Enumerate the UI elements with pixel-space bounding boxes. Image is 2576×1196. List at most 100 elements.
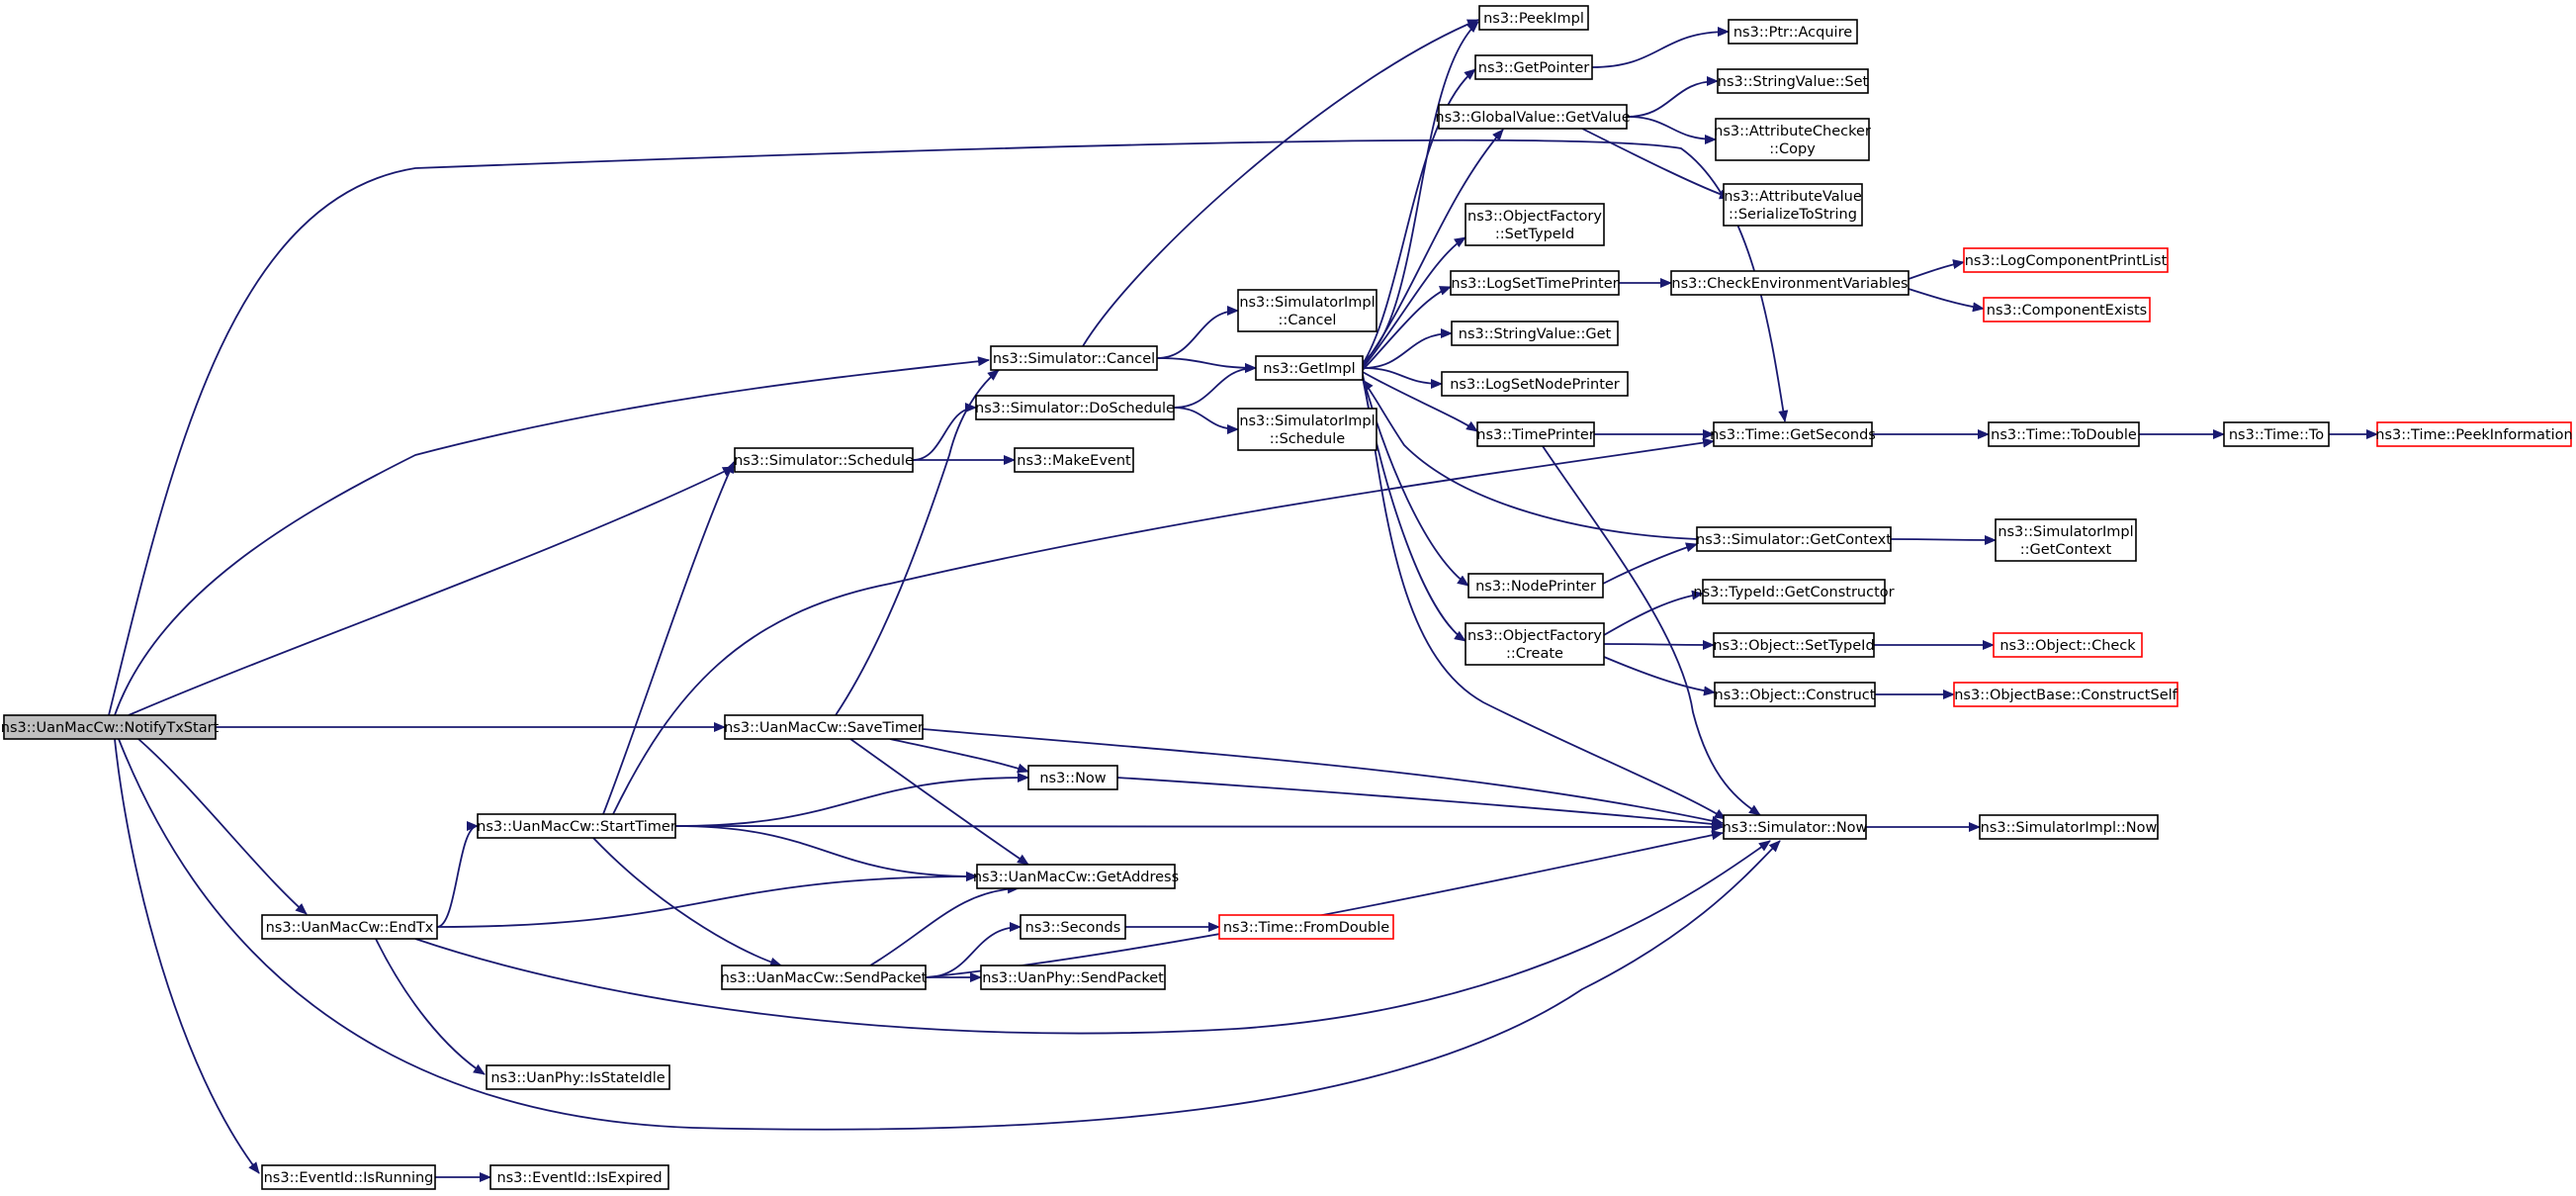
edge-end_tx-to-start_timer [436,821,479,928]
node-simimpl-cancel[interactable]: ns3::SimulatorImpl::Cancel [1237,289,1377,332]
node-label: ::Create [1506,646,1563,662]
node-object-check[interactable]: ns3::Object::Check [1993,632,2143,658]
edge-get_impl-to-objfactory_settypeid [1362,236,1466,369]
node-label: ns3::SimulatorImpl [1998,524,2133,540]
node-do-schedule[interactable]: ns3::Simulator::DoSchedule [975,395,1175,420]
edge-sim_cancel-to-simimpl_cancel [1156,306,1239,359]
node-typeid-getconstructor[interactable]: ns3::TypeId::GetConstructor [1693,579,1895,604]
node-box [1702,579,1886,604]
node-box [3,714,217,740]
node-component-exists[interactable]: ns3::ComponentExists [1983,297,2151,322]
node-time-to[interactable]: ns3::Time::To [2223,421,2330,447]
edge-sim_getcontext-to-simimpl_getcontext [1890,534,1997,545]
node-notify-tx-start[interactable]: ns3::UanMacCw::NotifyTxStart [1,714,220,740]
node-objectbase-constructself[interactable]: ns3::ObjectBase::ConstructSelf [1953,682,2178,707]
node-box [1465,203,1605,246]
node-box [1723,814,1867,840]
node-label: ns3::Simulator::DoSchedule [975,401,1175,416]
node-log-set-time-printer[interactable]: ns3::LogSetTimePrinter [1450,270,1620,296]
node-attrvalue-serialize[interactable]: ns3::AttributeValue::SerializeToString [1723,183,1863,227]
node-time-todouble[interactable]: ns3::Time::ToDouble [1988,421,2140,447]
node-sim-getcontext[interactable]: ns3::Simulator::GetContext [1696,526,1892,552]
node-label: ::Cancel [1279,313,1337,328]
node-label: ns3::EventId::IsRunning [264,1170,434,1186]
node-label: ns3::GetImpl [1263,361,1355,377]
node-object-construct[interactable]: ns3::Object::Construct [1714,682,1876,707]
node-attrchecker-copy[interactable]: ns3::AttributeChecker::Copy [1714,118,1871,161]
edge-globalvalue_getvalue-to-attrchecker_copy [1626,116,1717,144]
node-label: ns3::Ptr::Acquire [1733,25,1852,41]
node-objfactory-settypeid[interactable]: ns3::ObjectFactory::SetTypeId [1465,203,1605,246]
edge-notify_tx_start-to-sim_schedule [128,466,735,716]
node-box [2223,421,2330,447]
node-label: ::Copy [1769,141,1816,157]
node-simimpl-getcontext[interactable]: ns3::SimulatorImpl::GetContext [1995,518,2137,562]
node-box [1438,104,1628,130]
edge-save_timer-to-now [889,738,1029,774]
node-is-running[interactable]: ns3::EventId::IsRunning [261,1164,436,1190]
node-label: ns3::Simulator::GetContext [1696,532,1892,548]
node-label: ns3::ComponentExists [1987,303,2148,319]
node-sim-schedule[interactable]: ns3::Simulator::Schedule [734,447,914,473]
node-start-timer[interactable]: ns3::UanMacCw::StartTimer [477,813,676,839]
edge-do_schedule-to-get_impl [1173,363,1257,409]
node-end-tx[interactable]: ns3::UanMacCw::EndTx [261,914,438,940]
node-is-expired[interactable]: ns3::EventId::IsExpired [489,1164,669,1190]
node-ptr-acquire[interactable]: ns3::Ptr::Acquire [1728,19,1858,45]
node-simimpl-now[interactable]: ns3::SimulatorImpl::Now [1979,814,2159,840]
node-save-timer[interactable]: ns3::UanMacCw::SaveTimer [724,714,924,740]
node-now[interactable]: ns3::Now [1027,765,1118,790]
node-log-set-node-printer[interactable]: ns3::LogSetNodePrinter [1441,371,1629,397]
node-box [1476,421,1595,447]
node-box [1728,19,1858,45]
node-stringvalue-get[interactable]: ns3::StringValue::Get [1451,321,1619,346]
node-label: ns3::UanMacCw::SaveTimer [724,720,924,736]
edge-sim_schedule-to-do_schedule [912,403,977,461]
node-label: ns3::UanMacCw::EndTx [266,920,434,936]
node-object-settypeid[interactable]: ns3::Object::SetTypeId [1713,632,1875,658]
node-seconds[interactable]: ns3::Seconds [1020,914,1126,940]
edge-start_timer-to-time_getseconds [612,437,1715,815]
node-get-address[interactable]: ns3::UanMacCw::GetAddress [973,864,1179,889]
node-sim-now[interactable]: ns3::Simulator::Now [1723,814,1868,840]
node-check-env-vars[interactable]: ns3::CheckEnvironmentVariables [1670,270,1910,296]
edge-start_timer-to-now [674,773,1029,827]
node-node-printer[interactable]: ns3::NodePrinter [1467,573,1604,598]
node-time-getseconds[interactable]: ns3::Time::GetSeconds [1710,421,1876,447]
node-sim-cancel[interactable]: ns3::Simulator::Cancel [990,345,1158,371]
node-globalvalue-getvalue[interactable]: ns3::GlobalValue::GetValue [1435,104,1631,130]
edge-get_impl-to-objfactory_create [1362,377,1466,642]
node-label: ns3::StringValue::Get [1459,326,1612,342]
edge-objfactory_create-to-object_settypeid [1603,639,1715,650]
node-label: ns3::CheckEnvironmentVariables [1671,276,1908,292]
node-label: ::SerializeToString [1729,207,1857,223]
node-time-printer[interactable]: ns3::TimePrinter [1476,421,1595,447]
node-objfactory-create[interactable]: ns3::ObjectFactory::Create [1465,622,1605,666]
node-box [1723,183,1863,227]
node-label: ns3::Seconds [1025,920,1121,936]
node-label: ns3::Now [1039,771,1106,786]
node-label: ns3::NodePrinter [1475,579,1596,595]
edge-globalvalue_getvalue-to-stringvalue_set [1626,76,1719,118]
node-box [1237,289,1377,332]
node-make-event[interactable]: ns3::MakeEvent [1014,447,1134,473]
node-log-component-printlist[interactable]: ns3::LogComponentPrintList [1963,247,2169,273]
node-box [489,1164,669,1190]
node-box [1713,421,1873,447]
node-peek-impl[interactable]: ns3::PeekImpl [1478,5,1589,31]
node-phy-is-state-idle[interactable]: ns3::UanPhy::IsStateIdle [486,1064,670,1090]
node-get-pointer[interactable]: ns3::GetPointer [1474,54,1593,80]
edge-get_impl-to-get_pointer [1362,68,1476,365]
node-label: ns3::TimePrinter [1476,427,1595,443]
node-send-packet[interactable]: ns3::UanMacCw::SendPacket [721,965,928,990]
node-box [1027,765,1118,790]
node-get-impl[interactable]: ns3::GetImpl [1255,355,1364,381]
node-phy-send-packet[interactable]: ns3::UanPhy::SendPacket [980,965,1166,990]
node-box [486,1064,670,1090]
node-stringvalue-set[interactable]: ns3::StringValue::Set [1717,68,1869,94]
node-label: ns3::AttributeValue [1724,189,1862,205]
node-from-double[interactable]: ns3::Time::FromDouble [1218,914,1394,940]
node-label: ns3::LogSetNodePrinter [1450,377,1620,393]
node-simimpl-schedule[interactable]: ns3::SimulatorImpl::Schedule [1237,408,1377,451]
node-time-peekinformation[interactable]: ns3::Time::PeekInformation [2375,421,2573,447]
